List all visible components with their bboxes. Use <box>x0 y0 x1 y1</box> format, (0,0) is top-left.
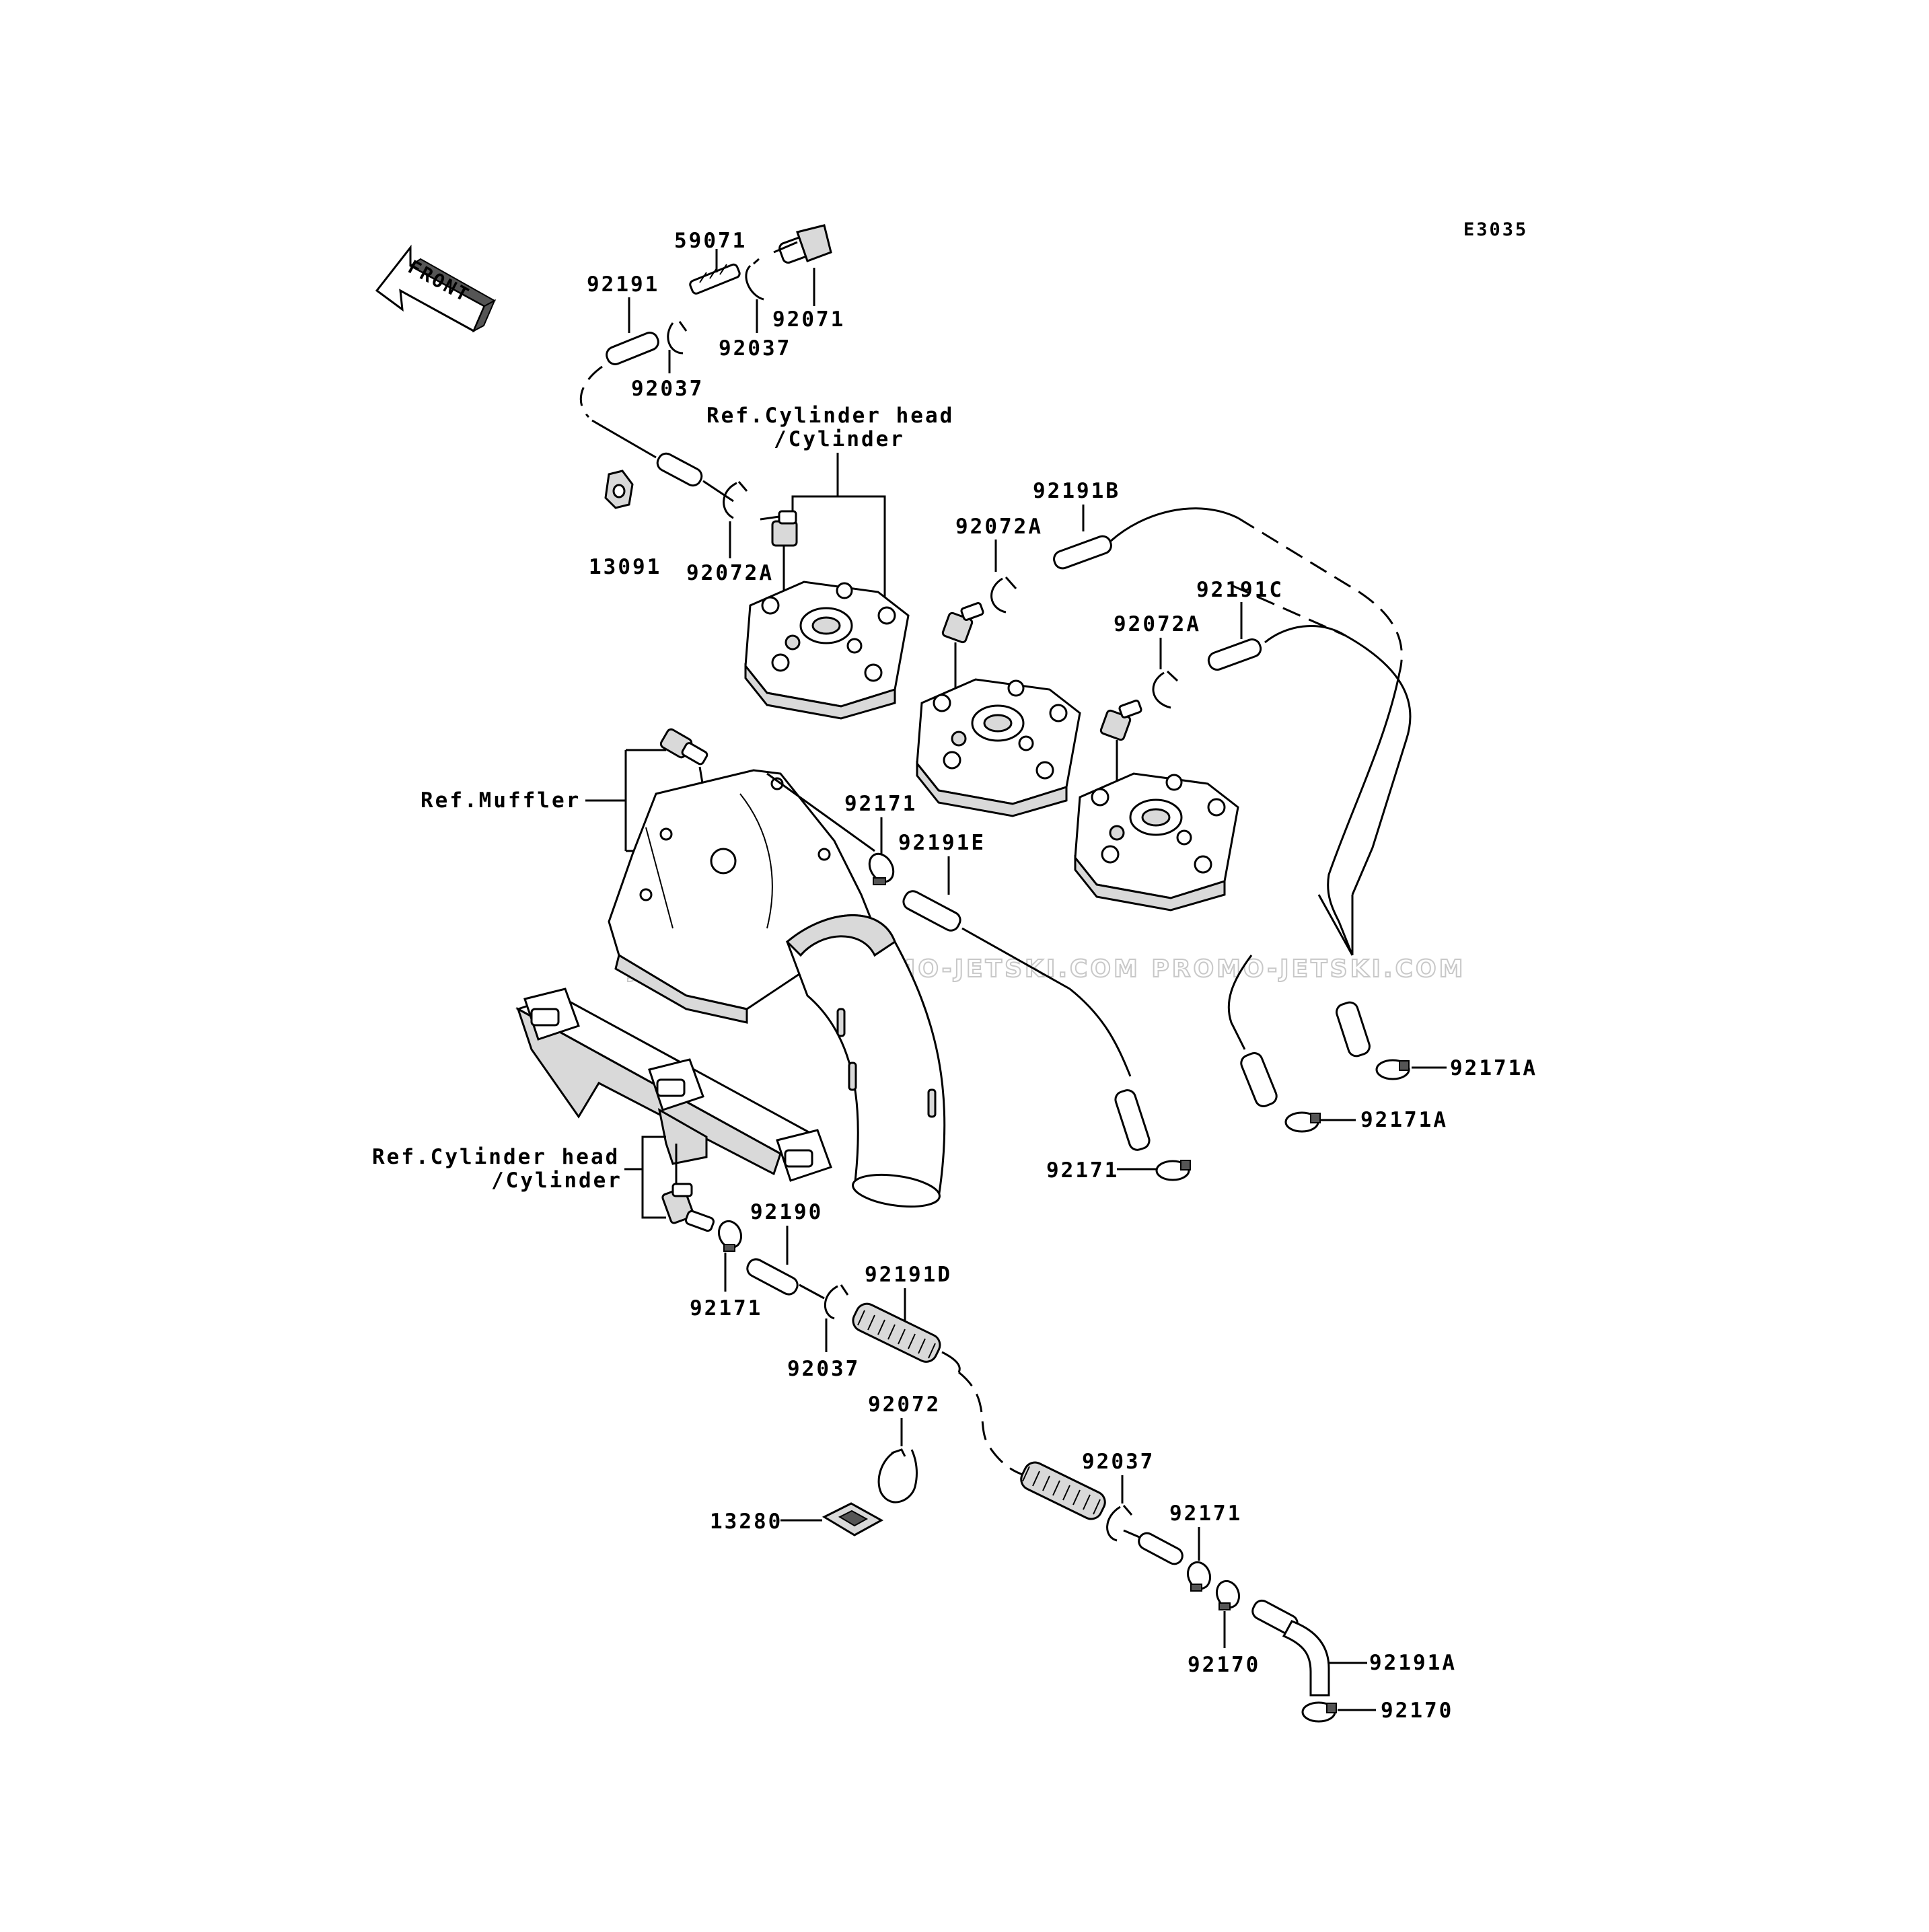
clamp-92170-icon <box>1215 1580 1241 1610</box>
clamp-92171-icon <box>868 852 895 885</box>
label-92171-c: 92171 <box>690 1296 762 1321</box>
cylinder-head-2-icon <box>916 678 1081 817</box>
clip-92037-icon <box>1106 1505 1133 1542</box>
nipple-59071-icon <box>689 263 741 295</box>
hose-92171-end-icon <box>1114 1089 1151 1151</box>
hose-92191D-icon <box>852 1302 941 1363</box>
label-92071: 92071 <box>772 307 845 332</box>
elbow-fitting-icon <box>941 602 984 720</box>
hose-small-icon <box>1138 1532 1184 1565</box>
label-92170-a: 92170 <box>1188 1653 1260 1677</box>
label-92072A-b: 92072A <box>955 515 1043 539</box>
ref-muffler: Ref.Muffler <box>421 788 581 813</box>
label-92072A-c: 92072A <box>1114 612 1201 636</box>
label-92171-b: 92171 <box>1046 1158 1119 1183</box>
hose-92191A-icon <box>1251 1599 1330 1697</box>
clip-92072A-icon <box>723 481 748 519</box>
exhaust-manifold-icon <box>515 988 832 1182</box>
label-92171A-b: 92171A <box>1360 1108 1448 1132</box>
clamp-92171-icon <box>717 1220 743 1252</box>
label-92191A: 92191A <box>1369 1651 1457 1675</box>
cap-13091-icon <box>604 470 634 509</box>
label-92190: 92190 <box>750 1200 823 1224</box>
label-92037-d: 92037 <box>1082 1450 1155 1474</box>
label-92072A-a: 92072A <box>686 561 774 585</box>
hose-right-b-icon <box>1240 1052 1278 1107</box>
hose-92191C-icon <box>1207 638 1262 671</box>
clip-13280-icon <box>822 1502 884 1536</box>
label-59071: 59071 <box>674 229 747 253</box>
hose-92191E-icon <box>902 890 961 932</box>
ref-cylinder-bot-2: /Cylinder <box>491 1168 622 1193</box>
fitting-92071-icon <box>773 224 832 264</box>
hose-corrugated-icon <box>1020 1461 1106 1520</box>
clip-92037-icon <box>745 258 764 301</box>
tee-fitting-icon <box>661 1183 715 1232</box>
cylinder-head-3-icon <box>1074 772 1239 912</box>
muffler-icon <box>608 769 946 1208</box>
hose-92191-end-icon <box>656 452 703 487</box>
clip-92072A-icon <box>1152 670 1179 709</box>
muffler-fitting-icon <box>659 728 715 848</box>
label-92191: 92191 <box>587 272 659 297</box>
label-92170-b: 92170 <box>1381 1699 1453 1723</box>
label-92191D: 92191D <box>865 1263 952 1287</box>
label-92191E: 92191E <box>898 831 986 855</box>
clip-92037-icon <box>824 1284 849 1320</box>
label-92191C: 92191C <box>1196 578 1284 602</box>
label-92037-c: 92037 <box>787 1357 860 1381</box>
band-92072-icon <box>877 1448 918 1503</box>
label-92171-d: 92171 <box>1169 1501 1242 1526</box>
clamp-92171-icon <box>1186 1561 1212 1592</box>
label-92191B: 92191B <box>1033 479 1120 503</box>
label-13091: 13091 <box>589 555 661 579</box>
clamp-92170-icon <box>1301 1701 1337 1723</box>
clip-92072A-icon <box>990 577 1017 614</box>
label-92171-a: 92171 <box>844 792 917 816</box>
ref-cylinder-bot-1: Ref.Cylinder head <box>372 1145 620 1169</box>
label-92037-b: 92037 <box>719 336 791 361</box>
label-92171A-a: 92171A <box>1450 1056 1537 1080</box>
hose-92190-icon <box>746 1258 799 1296</box>
clamp-92171A-icon <box>1375 1059 1410 1080</box>
front-arrow-icon: FRONT <box>375 244 497 333</box>
hose-right-a-icon <box>1336 1001 1371 1057</box>
ref-cylinder-top-1: Ref.Cylinder head <box>706 404 954 428</box>
clamp-92171A-icon <box>1284 1111 1321 1133</box>
label-92072: 92072 <box>868 1392 941 1417</box>
clip-92037-icon <box>667 321 688 355</box>
diagram-code: E3035 <box>1463 219 1528 240</box>
ref-cylinder-top-2: /Cylinder <box>774 427 905 451</box>
cylinder-head-1-icon <box>744 581 910 720</box>
elbow-fitting-icon <box>1099 700 1142 814</box>
clamp-92171-icon <box>1155 1160 1191 1181</box>
label-92037-a: 92037 <box>631 377 704 401</box>
label-13280: 13280 <box>710 1510 782 1534</box>
hose-92191-icon <box>606 332 659 365</box>
hose-92191B-icon <box>1053 535 1112 570</box>
